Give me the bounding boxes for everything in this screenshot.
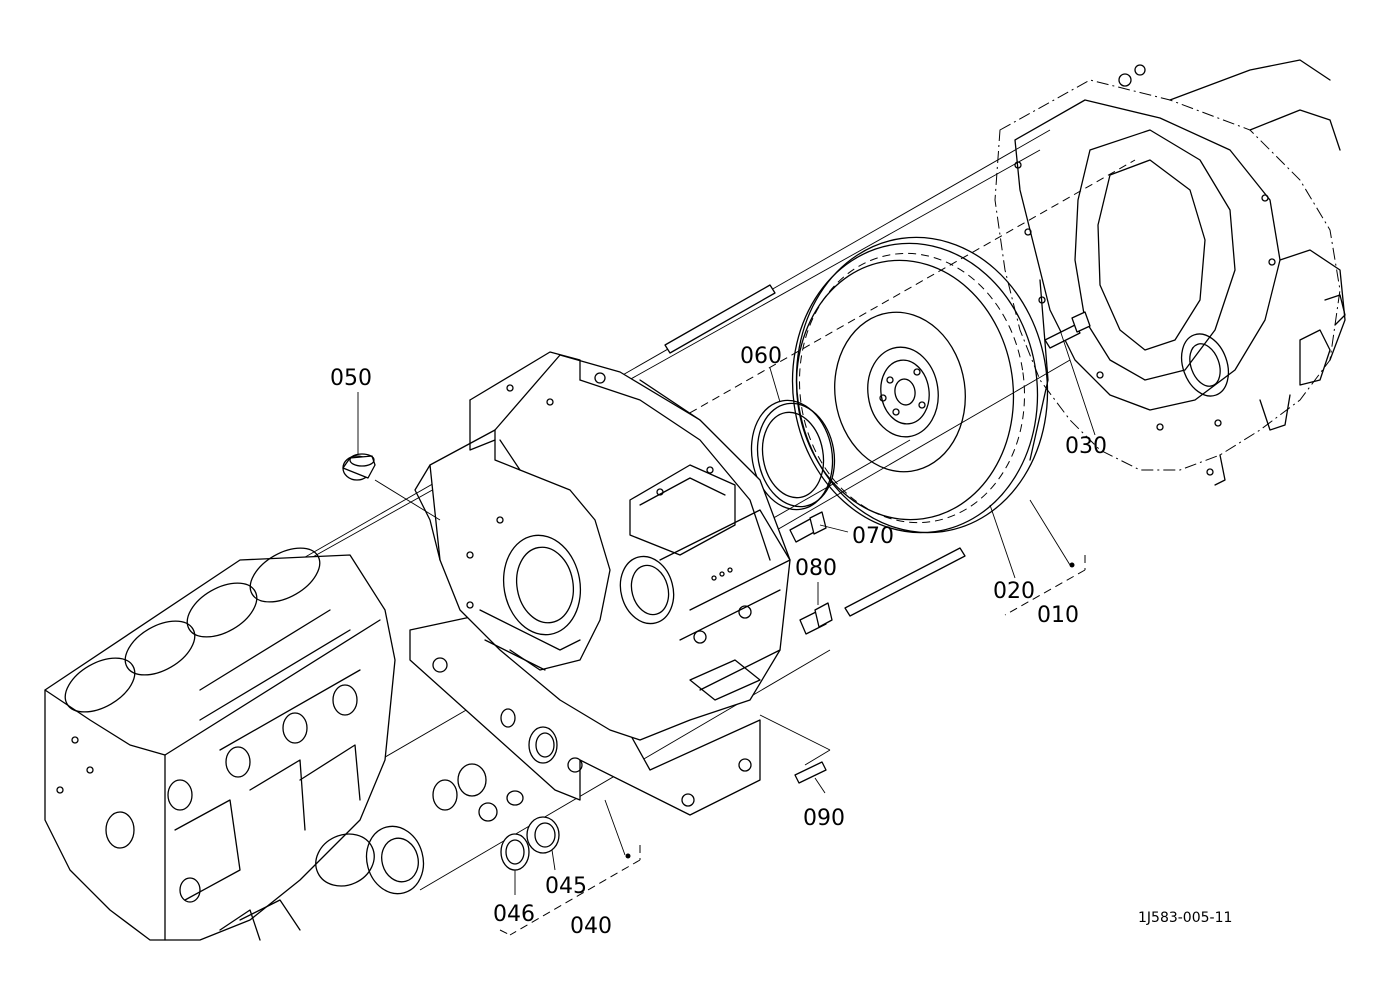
engine-block	[44, 547, 425, 941]
flywheel-housing	[409, 351, 791, 816]
callout-labels: 050 060 070 080 090 020 010 030 045 046 …	[330, 344, 1232, 939]
oil-seal	[750, 399, 836, 511]
plug	[342, 453, 376, 481]
flywheel	[791, 236, 1049, 534]
callout-030: 030	[1065, 434, 1107, 459]
callout-070: 070	[852, 524, 894, 549]
callout-046: 046	[493, 902, 535, 927]
callout-045: 045	[545, 874, 587, 899]
transmission-housing	[994, 59, 1346, 486]
callout-040: 040	[570, 914, 612, 939]
callout-050: 050	[330, 366, 372, 391]
callout-020: 020	[993, 579, 1035, 604]
callout-090: 090	[803, 806, 845, 831]
callout-080: 080	[795, 556, 837, 581]
diagram-reference-code: 1J583-005-11	[1138, 910, 1232, 926]
studs-and-bolts	[664, 284, 966, 784]
callout-060: 060	[740, 344, 782, 369]
bearing-and-circlips	[432, 763, 560, 871]
leader-lines	[357, 329, 1096, 936]
callout-010: 010	[1037, 603, 1079, 628]
